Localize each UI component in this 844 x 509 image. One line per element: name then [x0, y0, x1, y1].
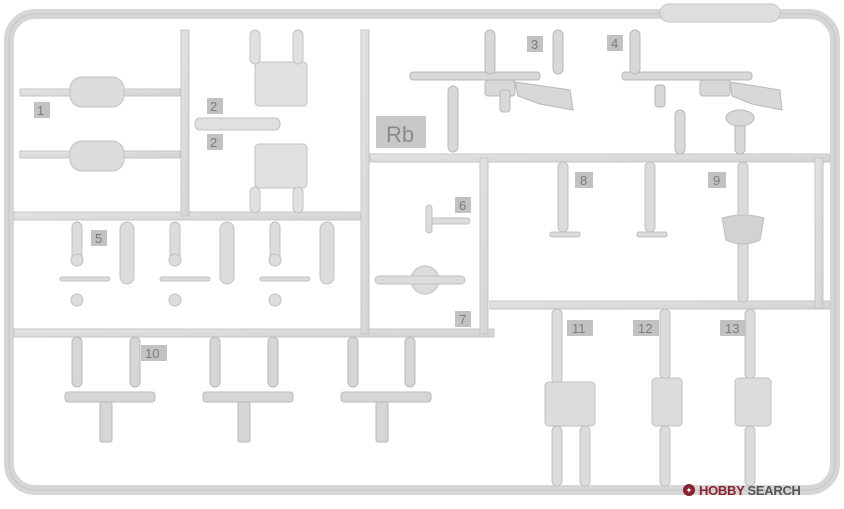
watermark-text: HOBBY SEARCH	[699, 483, 801, 498]
part-number-3: 3	[531, 37, 538, 52]
watermark-brand-b: SEARCH	[747, 482, 801, 498]
sprue-code: Rb	[386, 122, 414, 147]
part-number-5: 5	[95, 231, 102, 246]
part-8-9	[549, 161, 765, 303]
part-number-6: 6	[459, 198, 466, 213]
part-numbers: 1 2 2 3 4 5 6 7 8 9 10 11 12 13	[37, 36, 739, 361]
part-2	[194, 29, 308, 214]
part-number-13: 13	[725, 321, 739, 336]
hobby-search-logo-icon: ✦	[683, 484, 695, 496]
sprue-tab-top	[659, 3, 781, 23]
part-number-10: 10	[145, 346, 159, 361]
part-number-4: 4	[611, 36, 618, 51]
part-1	[69, 76, 125, 172]
sprue-code-tab	[376, 116, 426, 148]
part-number-tabs	[34, 35, 746, 361]
part-number-7: 7	[459, 312, 466, 327]
part-5	[59, 221, 335, 307]
watermark-brand-a: HOBBY	[699, 482, 745, 498]
part-6-7	[374, 204, 471, 295]
watermark: ✦ HOBBY SEARCH	[683, 481, 801, 499]
part-number-8: 8	[580, 173, 587, 188]
part-number-12: 12	[638, 321, 652, 336]
part-number-9: 9	[713, 173, 720, 188]
part-4-gun	[621, 29, 783, 155]
part-number-1: 1	[37, 103, 44, 118]
part-number-11: 11	[572, 321, 586, 336]
part-11-13	[544, 308, 772, 487]
part-10	[64, 336, 432, 443]
part-3-gun	[409, 29, 574, 153]
part-number-2a: 2	[210, 99, 217, 114]
part-number-2b: 2	[210, 135, 217, 150]
